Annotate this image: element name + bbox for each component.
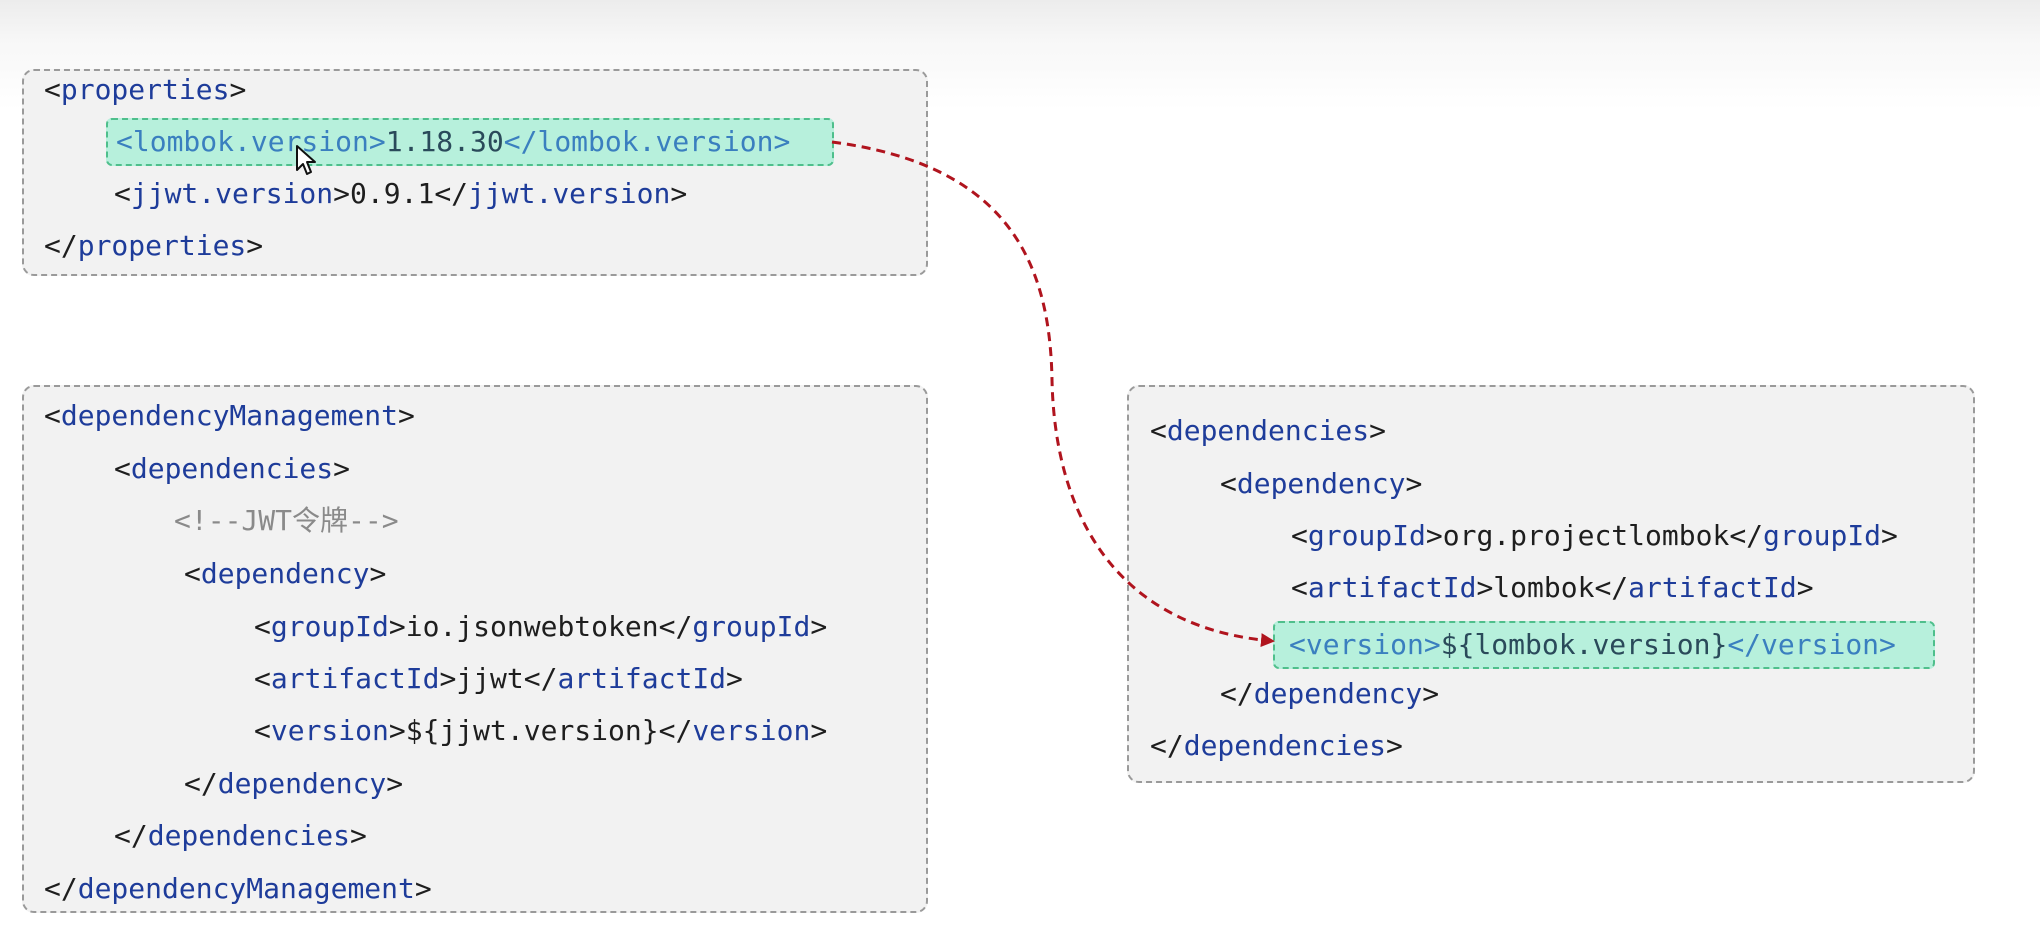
deps-close-line: </dependencies> — [1150, 729, 1403, 762]
dm-version-open-tag: version — [270, 714, 389, 747]
dm-dependency-close-line: </dependency> — [184, 767, 404, 800]
dm-artifactid-line: <artifactId>jjwt</artifactId> — [254, 662, 743, 695]
deps-open-tag: dependencies — [1166, 414, 1370, 447]
deps-groupid-close-tag: groupId — [1763, 519, 1882, 552]
dm-close-line: </dependencyManagement> — [44, 872, 432, 905]
deps-version-value: ${lombok.version} — [1440, 628, 1728, 661]
lombok-version-close-tag: lombok.version — [537, 125, 774, 158]
dm-open-line: <dependencyManagement> — [44, 399, 415, 432]
deps-dependency-close-line: </dependency> — [1220, 677, 1440, 710]
deps-version-line: <version>${lombok.version}</version> — [1289, 628, 1896, 661]
dm-groupid-open-tag: groupId — [270, 610, 389, 643]
deps-groupid-line: <groupId>org.projectlombok</groupId> — [1291, 519, 1898, 552]
deps-artifactid-close-tag: artifactId — [1628, 571, 1797, 604]
deps-version-close-tag: version — [1761, 628, 1880, 661]
dm-open-tag: dependencyManagement — [60, 399, 399, 432]
deps-artifactid-value: lombok — [1493, 571, 1595, 604]
lombok-version-reference-highlight: <version>${lombok.version}</version> — [1273, 621, 1935, 669]
properties-open-line: <properties> — [44, 73, 247, 106]
deps-dependency-open-line: <dependency> — [1220, 467, 1423, 500]
dependency-management-code-block — [22, 385, 928, 913]
dm-groupid-close-tag: groupId — [692, 610, 811, 643]
deps-groupid-value: org.projectlombok — [1442, 519, 1730, 552]
dm-dependency-open-line: <dependency> — [184, 557, 387, 590]
properties-close-line: </properties> — [44, 229, 264, 262]
dm-version-line: <version>${jjwt.version}</version> — [254, 714, 828, 747]
dm-version-close-tag: version — [692, 714, 811, 747]
properties-open-tag: properties — [60, 73, 230, 106]
deps-open-line: <dependencies> — [1150, 414, 1387, 447]
jjwt-version-close-tag: jjwt.version — [468, 177, 671, 210]
dm-version-value: ${jjwt.version} — [405, 714, 659, 747]
dm-groupid-value: io.jsonwebtoken — [405, 610, 659, 643]
properties-code-block — [22, 69, 928, 276]
dm-dependency-open-tag: dependency — [200, 557, 370, 590]
deps-version-open-tag: version — [1305, 628, 1424, 661]
dm-close-tag: dependencyManagement — [77, 872, 415, 905]
deps-artifactid-line: <artifactId>lombok</artifactId> — [1291, 571, 1814, 604]
lombok-version-open-tag: lombok.version — [132, 125, 369, 158]
dm-dependency-close-tag: dependency — [217, 767, 387, 800]
mouse-cursor-icon — [296, 145, 316, 175]
deps-artifactid-open-tag: artifactId — [1307, 571, 1477, 604]
deps-groupid-open-tag: groupId — [1307, 519, 1426, 552]
deps-close-tag: dependencies — [1183, 729, 1387, 762]
dm-dependencies-open-tag: dependencies — [130, 452, 334, 485]
dm-groupid-line: <groupId>io.jsonwebtoken</groupId> — [254, 610, 828, 643]
jjwt-version-line: <jjwt.version>0.9.1</jjwt.version> — [114, 177, 688, 210]
dm-dependencies-close-line: </dependencies> — [114, 819, 367, 852]
dm-artifactid-value: jjwt — [456, 662, 524, 695]
lombok-version-value: 1.18.30 — [385, 125, 504, 158]
lombok-version-highlight: <lombok.version>1.18.30</lombok.version> — [106, 118, 834, 166]
jwt-comment-line: <!--JWT令牌--> — [174, 504, 399, 537]
dm-artifactid-close-tag: artifactId — [557, 662, 727, 695]
jjwt-version-value: 0.9.1 — [350, 177, 435, 210]
dm-dependencies-close-tag: dependencies — [147, 819, 351, 852]
deps-dependency-close-tag: dependency — [1253, 677, 1423, 710]
dm-dependencies-open-line: <dependencies> — [114, 452, 351, 485]
lombok-version-line: <lombok.version>1.18.30</lombok.version> — [116, 125, 791, 158]
properties-close-tag: properties — [77, 229, 247, 262]
jjwt-version-open-tag: jjwt.version — [130, 177, 334, 210]
deps-dependency-open-tag: dependency — [1236, 467, 1406, 500]
dm-artifactid-open-tag: artifactId — [270, 662, 440, 695]
